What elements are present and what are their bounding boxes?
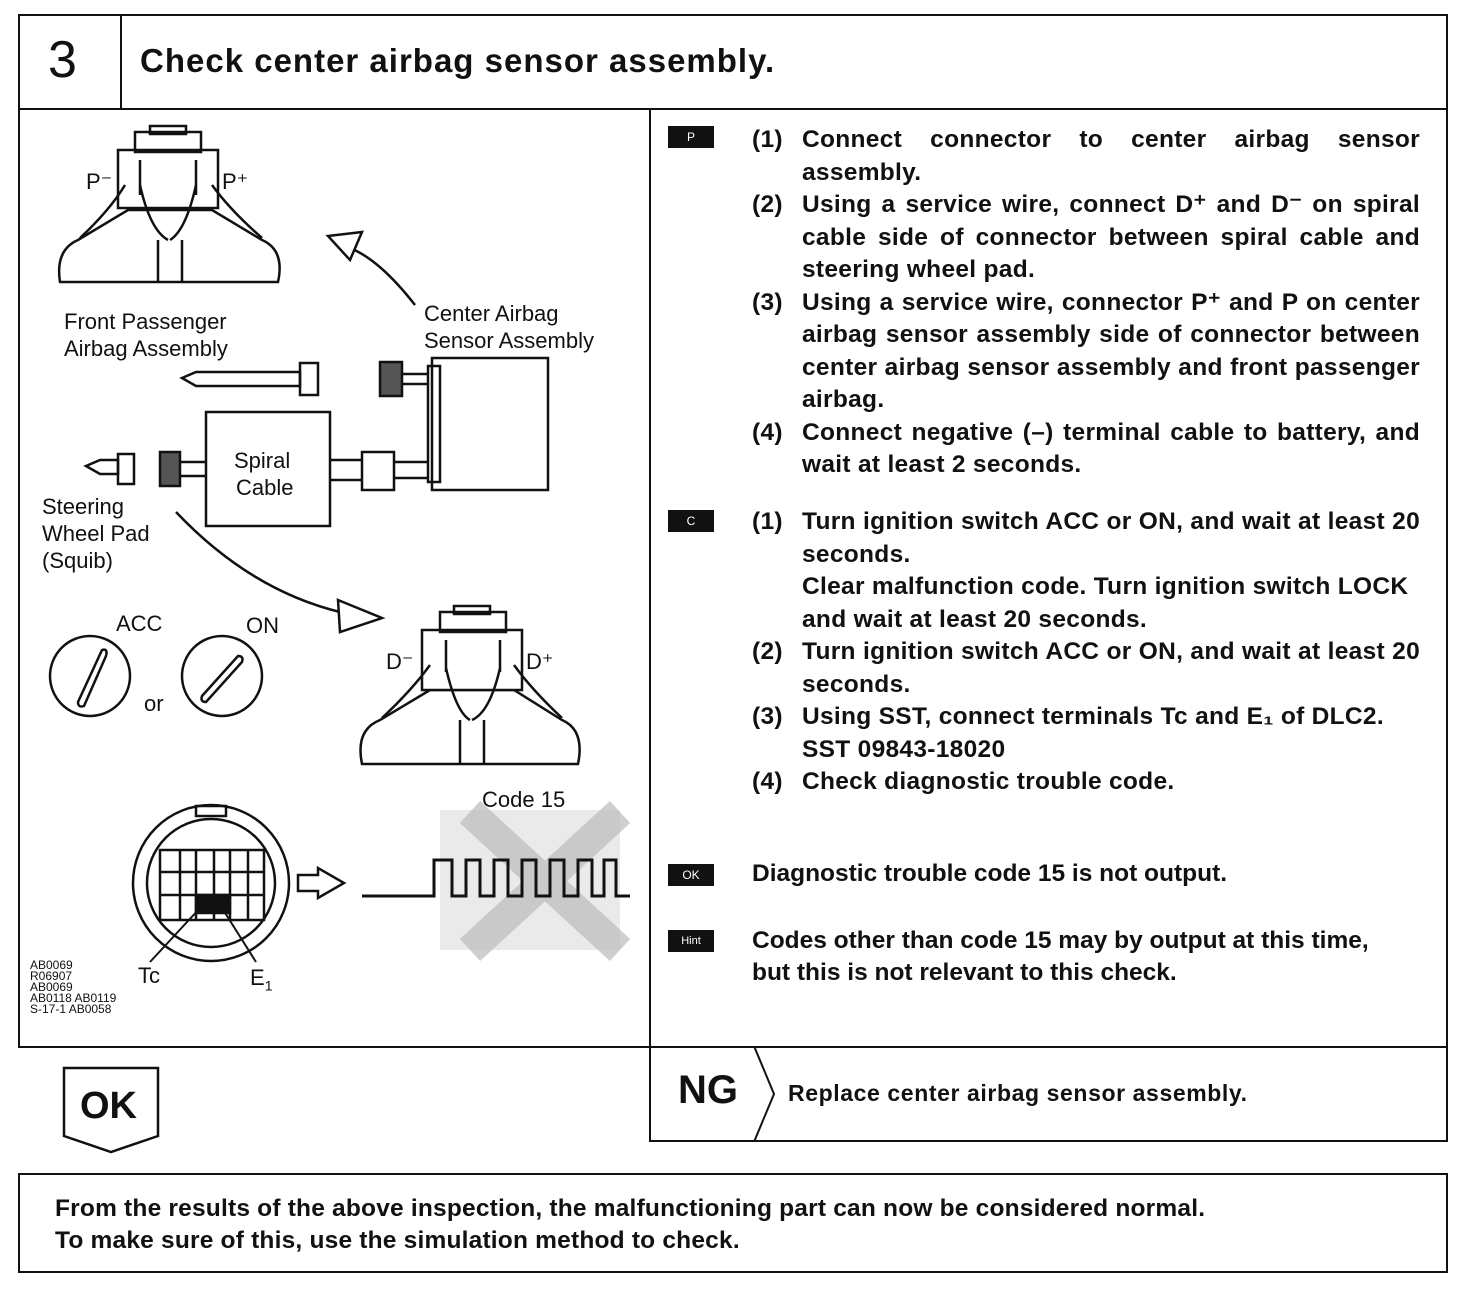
ng-frame-right bbox=[1446, 1046, 1448, 1142]
ref-code: R06907 bbox=[30, 969, 73, 983]
ref-code: AB0118 AB0119 bbox=[30, 991, 117, 1005]
code-15-label: Code 15 bbox=[482, 787, 566, 812]
conclusion-line-2: To make sure of this, use the simulation… bbox=[55, 1227, 740, 1254]
prep-marker: P bbox=[668, 126, 714, 148]
list-item: (3)Using a service wire, connector P⁺ an… bbox=[752, 288, 1420, 414]
list-item: (2)Using a service wire, connect D⁺ and … bbox=[752, 191, 1420, 283]
dlc2-connector bbox=[131, 803, 347, 963]
figure-reference-codes: AB0069 R06907 AB0069 AB0118 AB0119 S-17-… bbox=[30, 958, 117, 1016]
column-divider bbox=[649, 108, 651, 1142]
conclusion-line-1: From the results of the above inspection… bbox=[55, 1195, 1206, 1222]
list-item: (2)Turn ignition switch ACC or ON, and w… bbox=[752, 638, 1420, 698]
hint-text: Codes other than code 15 may by output a… bbox=[752, 927, 1369, 986]
ng-action: Replace center airbag sensor assembly. bbox=[788, 1080, 1248, 1106]
ok-result-label: OK bbox=[80, 1085, 137, 1127]
ignition-switch-acc bbox=[48, 634, 132, 718]
front-passenger-label-2: Airbag Assembly bbox=[64, 336, 228, 361]
e1-label: E1 bbox=[250, 965, 273, 994]
d-minus-label: D⁻ bbox=[386, 649, 414, 674]
spiral-cable-box bbox=[158, 410, 428, 528]
list-item-note: Clear malfunction code. Turn ignition sw… bbox=[802, 573, 1409, 633]
ok-marker: OK bbox=[668, 864, 714, 886]
check-steps: (1)Turn ignition switch ACC or ON, and w… bbox=[752, 506, 1420, 799]
front-passenger-connector bbox=[57, 124, 281, 284]
list-item: (3)Using SST, connect terminals Tc and E… bbox=[752, 703, 1384, 730]
conclusion-frame bbox=[18, 1173, 1448, 1273]
list-item: (1)Turn ignition switch ACC or ON, and w… bbox=[752, 508, 1420, 568]
header-divider bbox=[120, 14, 122, 110]
ng-result-label: NG bbox=[678, 1068, 738, 1112]
p-plus-label: P⁺ bbox=[222, 169, 249, 194]
center-sensor-label-2: Sensor Assembly bbox=[424, 328, 594, 353]
steering-wheel-plug bbox=[83, 452, 136, 486]
d-plus-label: D⁺ bbox=[526, 649, 554, 674]
body-frame bbox=[18, 108, 1448, 1048]
center-sensor-box bbox=[378, 356, 550, 492]
code-15-waveform bbox=[362, 800, 631, 962]
spiral-cable-connector bbox=[359, 604, 581, 766]
or-label: or bbox=[144, 691, 164, 716]
ref-code: S-17-1 AB0058 bbox=[30, 1002, 112, 1016]
curved-arrow-up bbox=[325, 230, 416, 306]
ok-condition: Diagnostic trouble code 15 is not output… bbox=[752, 860, 1228, 887]
list-item: (4)Connect negative (–) terminal cable t… bbox=[752, 418, 1420, 479]
acc-label: ACC bbox=[116, 611, 163, 636]
tc-label: Tc bbox=[138, 963, 160, 988]
curved-arrow-down bbox=[175, 511, 386, 634]
steering-label-2: Wheel Pad bbox=[42, 521, 150, 546]
center-sensor-label-1: Center Airbag bbox=[424, 301, 559, 326]
list-item: (1)Connect connector to center airbag se… bbox=[752, 126, 1420, 186]
step-number: 3 bbox=[48, 31, 77, 89]
ng-frame-bottom bbox=[649, 1140, 1448, 1142]
conclusion: From the results of the above inspection… bbox=[55, 1193, 1425, 1257]
front-passenger-label-1: Front Passenger bbox=[64, 309, 227, 334]
steering-label-3: (Squib) bbox=[42, 548, 113, 573]
ref-code: AB0069 bbox=[30, 980, 73, 994]
page-title: Check center airbag sensor assembly. bbox=[140, 42, 776, 79]
p-minus-label: P⁻ bbox=[86, 169, 113, 194]
hint-marker: Hint bbox=[668, 930, 714, 952]
check-marker: C bbox=[668, 510, 714, 532]
spiral-label-1: Spiral bbox=[234, 448, 291, 473]
steering-label-1: Steering bbox=[42, 494, 124, 519]
ng-chevron bbox=[753, 1046, 776, 1142]
prep-steps: (1)Connect connector to center airbag se… bbox=[752, 124, 1420, 482]
spiral-label-2: Cable bbox=[236, 475, 294, 500]
front-passenger-plug bbox=[179, 361, 320, 397]
list-item: (4)Check diagnostic trouble code. bbox=[752, 768, 1175, 795]
on-label: ON bbox=[246, 613, 279, 638]
wiring-diagram bbox=[48, 124, 631, 963]
ok-tag-shape bbox=[62, 1066, 160, 1154]
list-item-note: SST 09843-18020 bbox=[802, 735, 1006, 763]
ref-code: AB0069 bbox=[30, 958, 73, 972]
ignition-switch-on bbox=[180, 634, 264, 718]
